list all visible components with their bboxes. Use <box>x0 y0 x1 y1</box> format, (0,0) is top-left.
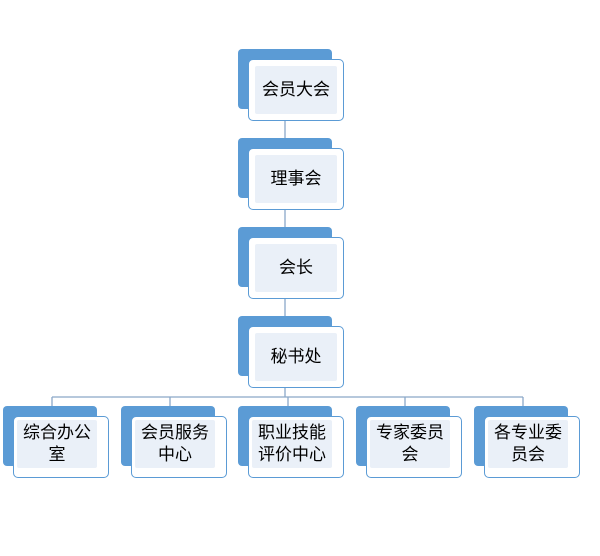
node-general-assembly: 会员大会 <box>238 49 344 121</box>
node-department: 职业技能 评价中心 <box>238 406 344 478</box>
node-label-president: 会长 <box>255 244 337 292</box>
node-department: 会员服务 中心 <box>121 406 227 478</box>
node-council: 理事会 <box>238 138 344 210</box>
node-label-department: 专家委员 会 <box>370 420 450 468</box>
node-label-council: 理事会 <box>255 155 337 203</box>
node-department: 专家委员 会 <box>356 406 462 478</box>
node-label-department: 职业技能 评价中心 <box>252 420 332 468</box>
node-department: 综合办公 室 <box>3 406 109 478</box>
node-secretariat: 秘书处 <box>238 316 344 388</box>
node-label-department: 会员服务 中心 <box>135 420 215 468</box>
node-president: 会长 <box>238 227 344 299</box>
node-label-department: 综合办公 室 <box>17 420 97 468</box>
node-department: 各专业委 员会 <box>474 406 580 478</box>
node-label-secretariat: 秘书处 <box>255 333 337 381</box>
node-label-general-assembly: 会员大会 <box>255 66 337 114</box>
node-label-department: 各专业委 员会 <box>488 420 568 468</box>
